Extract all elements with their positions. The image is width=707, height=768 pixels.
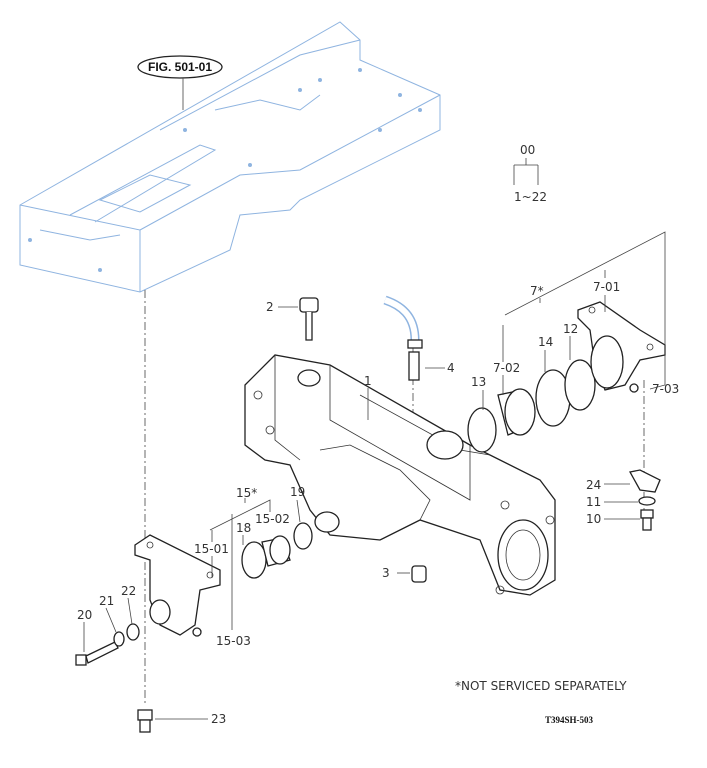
callout-1[interactable]: 1 [364,374,372,388]
part-12-o-ring[interactable] [564,359,596,411]
leader-lines [83,231,666,720]
footnote: *NOT SERVICED SEPARATELY [455,679,627,693]
drawing-code: T394SH-503 [545,715,594,725]
callout-13[interactable]: 13 [471,375,486,389]
callout-11[interactable]: 11 [586,495,601,509]
part-7-03-grease-fitting[interactable] [629,383,639,393]
part-10-bolt[interactable] [640,509,654,531]
callout-22[interactable]: 22 [121,584,136,598]
assembly-range: 1~22 [514,190,547,204]
callout-15-03[interactable]: 15-03 [216,634,251,648]
part-15-02-bushing[interactable] [261,535,291,567]
callout-4[interactable]: 4 [447,361,455,375]
callout-23[interactable]: 23 [211,712,226,726]
tractor-frame-drawing [19,21,441,293]
axle-housing[interactable] [244,354,556,596]
callout-12[interactable]: 12 [563,322,578,336]
part-20-bolt[interactable] [75,641,119,666]
part-23-bolt[interactable] [137,709,153,733]
callout-15-01[interactable]: 15-01 [194,542,229,556]
callout-14[interactable]: 14 [538,335,553,349]
part-19-o-ring[interactable] [293,522,313,550]
callout-10[interactable]: 10 [586,512,601,526]
callout-3[interactable]: 3 [382,566,390,580]
part-22-washer[interactable] [126,623,140,641]
part-15-03-grease-fitting[interactable] [192,627,202,637]
callout-19[interactable]: 19 [290,485,305,499]
figure-reference-label: FIG. 501-01 [148,60,212,74]
part-3-plug[interactable] [411,565,427,583]
assembly-number: 00 [520,143,535,157]
part-4-hose[interactable] [383,295,423,381]
assembly-bracket: 00 1~22 [513,143,547,204]
callout-15[interactable]: 15* [236,486,257,500]
callout-7[interactable]: 7* [530,284,544,298]
part-21-washer[interactable] [113,631,125,647]
part-24-plate[interactable] [628,469,661,493]
callout-21[interactable]: 21 [99,594,114,608]
front-support-bracket[interactable] [134,534,221,636]
callout-7-03[interactable]: 7-03 [652,382,679,396]
callout-7-02[interactable]: 7-02 [493,361,520,375]
figure-reference[interactable]: FIG. 501-01 [137,55,223,110]
callout-20[interactable]: 20 [77,608,92,622]
part-7-01-bracket[interactable] [577,301,666,391]
callout-18[interactable]: 18 [236,521,251,535]
callouts: 2 1 4 3 13 7* 7-01 7-02 14 12 7-03 24 11… [77,280,679,726]
part-13-o-ring[interactable] [467,407,497,453]
part-18-o-ring[interactable] [241,541,267,579]
part-7-02-bushing[interactable] [497,388,536,436]
callout-7-01[interactable]: 7-01 [593,280,620,294]
callout-2[interactable]: 2 [266,300,274,314]
callout-24[interactable]: 24 [586,478,601,492]
part-2-breather[interactable] [299,297,319,341]
part-11-washer[interactable] [638,496,656,506]
callout-15-02[interactable]: 15-02 [255,512,290,526]
